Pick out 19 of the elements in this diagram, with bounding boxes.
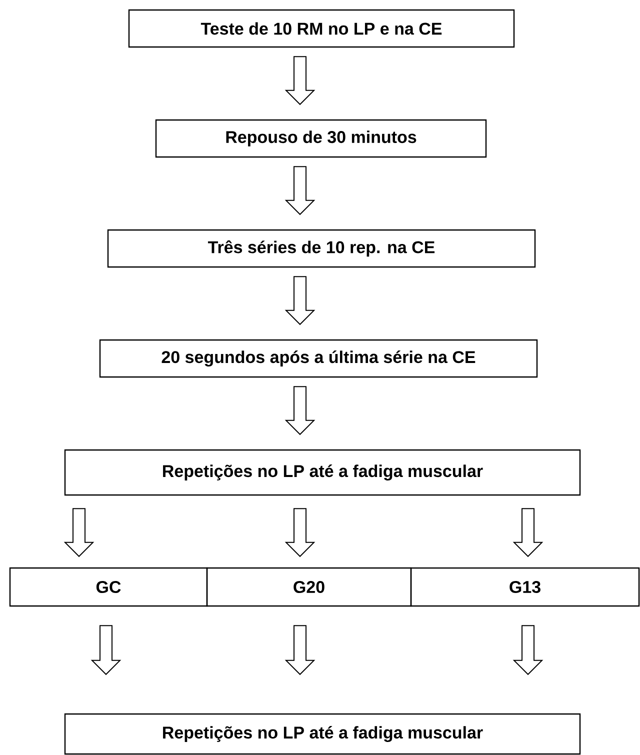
block-arrow — [512, 625, 544, 676]
block-arrow — [284, 625, 316, 676]
block-arrow — [284, 166, 316, 216]
block-arrow — [284, 508, 316, 558]
block-arrow — [284, 386, 316, 436]
process-box: Repetições no LP até a fadiga muscular — [64, 713, 581, 755]
block-arrow — [284, 56, 316, 106]
process-box: 20 segundos após a última série na CE — [99, 339, 538, 378]
process-box: Três séries de 10 rep. na CE — [107, 229, 536, 268]
block-arrow — [64, 508, 94, 558]
group-cell: G20 — [206, 567, 412, 607]
block-arrow — [512, 508, 544, 558]
process-box: Repetições no LP até a fadiga muscular — [64, 449, 581, 496]
process-box: Repouso de 30 minutos — [155, 119, 487, 158]
process-box: Teste de 10 RM no LP e na CE — [128, 9, 515, 48]
group-cell: GC — [9, 567, 208, 607]
block-arrow — [284, 276, 316, 326]
block-arrow — [90, 625, 122, 676]
group-cell: G13 — [410, 567, 640, 607]
